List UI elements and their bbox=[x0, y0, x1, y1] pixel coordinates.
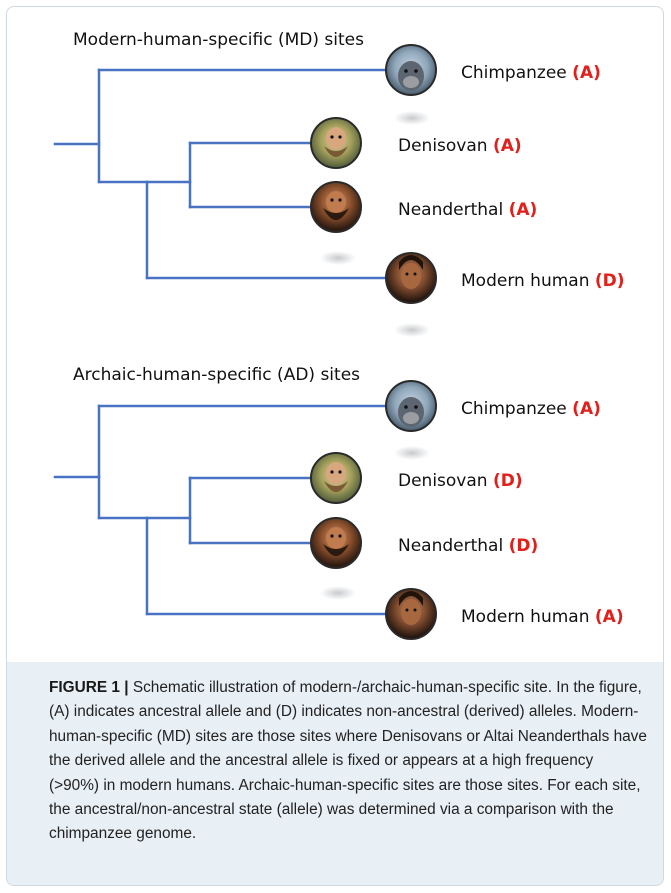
ad-tree-branches bbox=[53, 404, 388, 616]
md-tree-branches bbox=[53, 68, 388, 280]
allele-marker: (D) bbox=[509, 536, 539, 556]
allele-marker: (A) bbox=[509, 200, 538, 220]
portrait-shadow bbox=[394, 446, 430, 460]
portrait-shadow bbox=[394, 111, 430, 125]
allele-marker: (D) bbox=[595, 271, 625, 291]
leaf-label-neanderthal: Neanderthal (D) bbox=[398, 536, 538, 556]
chimpanzee-portrait bbox=[385, 380, 437, 432]
modern-human-portrait bbox=[385, 252, 437, 304]
caption-panel bbox=[7, 662, 663, 885]
leaf-label-chimpanzee: Chimpanzee (A) bbox=[461, 399, 601, 419]
portrait-shadow bbox=[394, 323, 430, 337]
allele-marker: (D) bbox=[493, 471, 523, 491]
caption-text: Schematic illustration of modern-/archai… bbox=[49, 679, 647, 843]
ad-panel-heading: Archaic-human-specific (AD) sites bbox=[73, 365, 360, 385]
allele-marker: (A) bbox=[572, 399, 601, 419]
leaf-label-neanderthal: Neanderthal (A) bbox=[398, 200, 537, 220]
neanderthal-portrait bbox=[310, 517, 362, 569]
portrait-shadow bbox=[320, 251, 356, 265]
portrait-shadow bbox=[320, 586, 356, 600]
figure-caption: FIGURE 1 | Schematic illustration of mod… bbox=[49, 676, 647, 847]
leaf-label-chimpanzee: Chimpanzee (A) bbox=[461, 63, 601, 83]
allele-marker: (A) bbox=[572, 63, 601, 83]
chimpanzee-portrait bbox=[385, 44, 437, 96]
allele-marker: (A) bbox=[493, 136, 522, 156]
denisovan-portrait bbox=[310, 117, 362, 169]
allele-marker: (A) bbox=[595, 607, 624, 627]
leaf-label-modern-human: Modern human (D) bbox=[461, 271, 625, 291]
leaf-label-denisovan: Denisovan (D) bbox=[398, 471, 523, 491]
modern-human-portrait bbox=[385, 588, 437, 640]
denisovan-portrait bbox=[310, 452, 362, 504]
leaf-label-modern-human: Modern human (A) bbox=[461, 607, 624, 627]
leaf-label-denisovan: Denisovan (A) bbox=[398, 136, 522, 156]
md-panel-heading: Modern-human-specific (MD) sites bbox=[73, 30, 364, 50]
neanderthal-portrait bbox=[310, 181, 362, 233]
caption-label: FIGURE 1 | bbox=[49, 679, 129, 696]
